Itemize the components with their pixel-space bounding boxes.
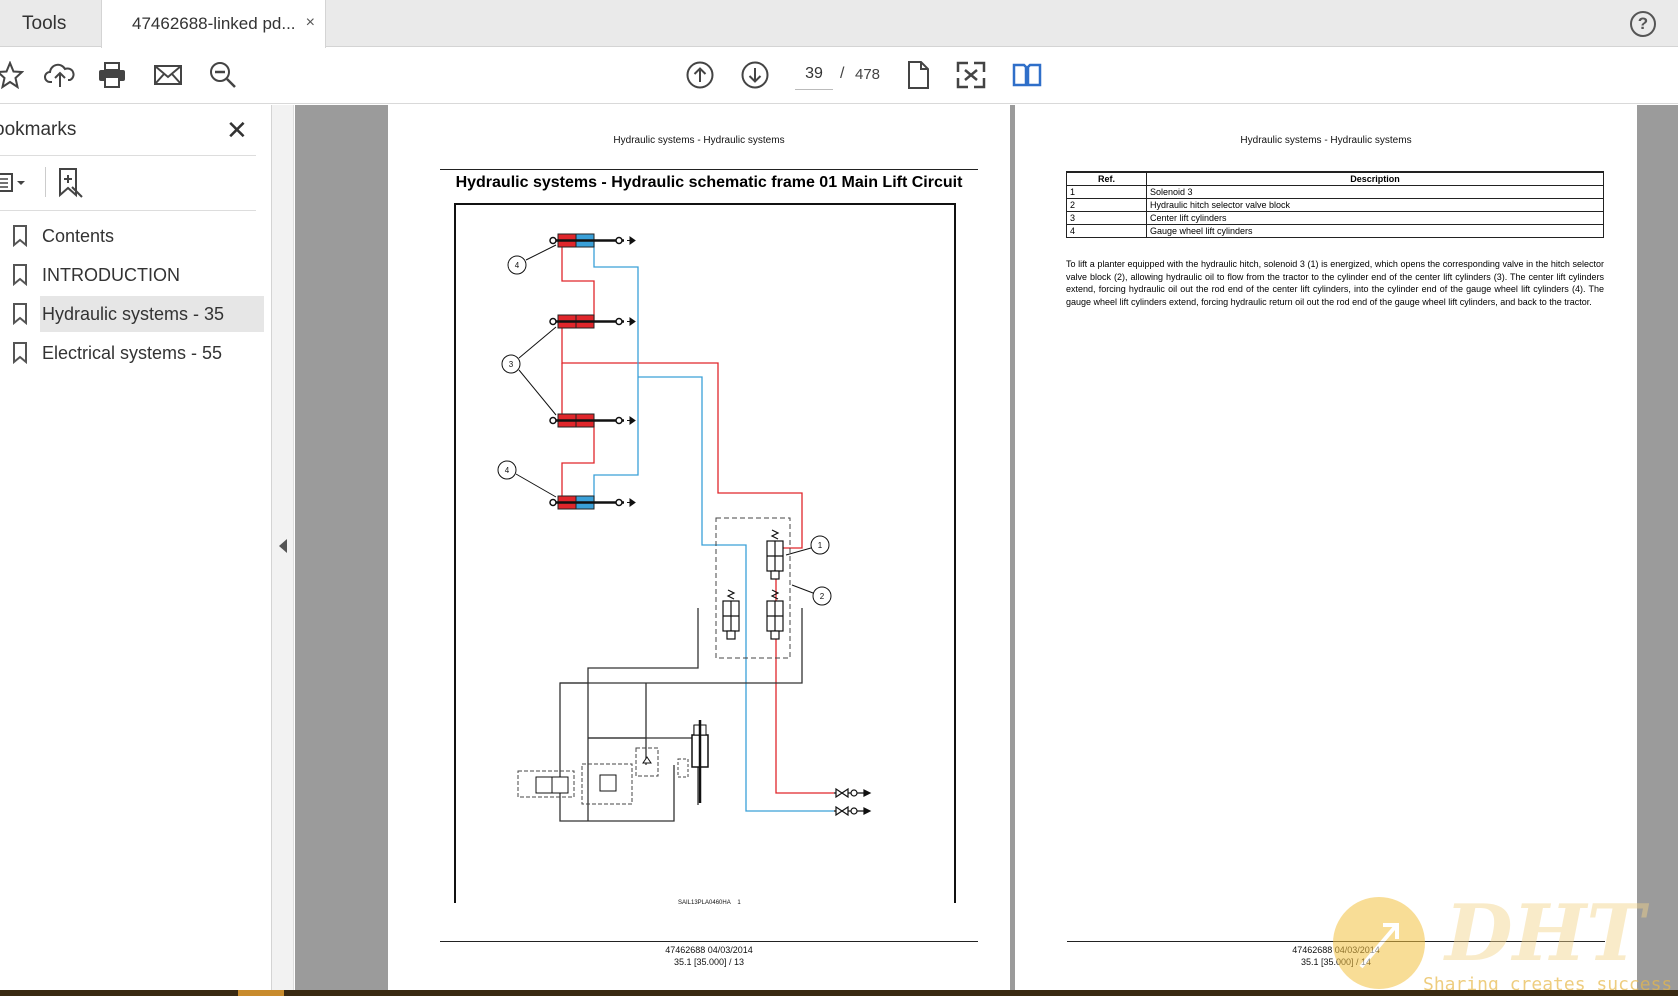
table-row: 1 Solenoid 3 <box>1066 185 1604 199</box>
callout-4-bottom: 4 <box>497 460 557 498</box>
bookmark-item-selected[interactable]: Hydraulic systems - 35 <box>40 296 264 332</box>
toolbar: / 478 <box>0 48 1678 104</box>
divider <box>0 155 256 156</box>
bookmark-icon <box>12 342 28 369</box>
schematic-frame: 4 3 4 1 <box>454 203 956 903</box>
single-page-icon[interactable] <box>900 57 936 93</box>
help-icon[interactable]: ? <box>1630 11 1656 37</box>
tab-bar: Tools 47462688-linked pd... × ? <box>0 0 1678 48</box>
bookmark-icon <box>12 225 28 252</box>
bookmark-label: INTRODUCTION <box>42 265 180 285</box>
callout-3: 3 <box>501 326 557 416</box>
table-row: 4 Gauge wheel lift cylinders <box>1066 224 1604 238</box>
page-separator: / <box>840 65 845 82</box>
callout-4-top: 4 <box>507 244 557 275</box>
next-page-icon[interactable] <box>737 57 773 93</box>
bookmark-item[interactable]: Electrical systems - 55 <box>0 335 264 371</box>
close-icon[interactable]: × <box>305 14 315 31</box>
valve-block-outline <box>715 517 791 659</box>
document-viewer[interactable]: Hydraulic systems - Hydraulic systems Hy… <box>295 105 1678 990</box>
cylinder-group <box>549 233 636 510</box>
table-header: Ref. <box>1066 171 1147 186</box>
watermark-logo <box>1333 897 1425 989</box>
bookmark-item[interactable]: Contents <box>0 218 264 254</box>
callout-label: 4 <box>515 261 520 270</box>
callout-1: 1 <box>785 535 830 556</box>
prev-page-icon[interactable] <box>682 57 718 93</box>
panel-title: ookmarks <box>0 119 77 140</box>
close-panel-icon[interactable]: ✕ <box>226 115 248 145</box>
callout-label: 3 <box>509 360 514 369</box>
page-total: 478 <box>855 66 881 83</box>
star-icon[interactable] <box>0 57 28 93</box>
divider <box>0 210 256 211</box>
add-bookmark-icon[interactable] <box>56 167 84 204</box>
page-number-input[interactable] <box>795 58 833 90</box>
table-row: 3 Center lift cylinders <box>1066 211 1604 225</box>
page-header: Hydraulic systems - Hydraulic systems <box>1240 135 1412 146</box>
watermark-brand: DHT <box>1445 888 1645 979</box>
taskbar-strip <box>0 990 1678 996</box>
table-header: Description <box>1146 171 1604 186</box>
bookmark-label: Contents <box>42 226 115 246</box>
page-footer: 47462688 04/03/2014 35.1 [35.000] / 13 <box>440 941 978 968</box>
divider <box>45 167 46 197</box>
callout-2: 2 <box>791 584 832 606</box>
watermark-slogan: Sharing creates success <box>1423 974 1673 995</box>
bookmarks-panel: ookmarks ✕ Contents INTRODUCTION Hydraul… <box>0 105 272 990</box>
tab-document[interactable]: 47462688-linked pd... × <box>101 0 326 48</box>
reference-table: Ref. Description 1 Solenoid 3 2 Hydrauli… <box>1066 171 1604 238</box>
mail-icon[interactable] <box>150 57 186 93</box>
tab-document-label: 47462688-linked pd... <box>132 14 296 33</box>
bookmark-icon <box>12 264 28 291</box>
figure-code: SAIL13PLA0460HA 1 <box>678 900 741 906</box>
table-row: 2 Hydraulic hitch selector valve block <box>1066 198 1604 212</box>
schematic-title: Hydraulic systems - Hydraulic schematic … <box>440 169 978 192</box>
upload-cloud-icon[interactable] <box>42 57 78 93</box>
fit-page-icon[interactable] <box>953 57 989 93</box>
print-icon[interactable] <box>94 57 130 93</box>
tab-tools[interactable]: Tools <box>22 12 67 34</box>
callout-label: 1 <box>818 541 823 550</box>
bookmark-icon <box>12 303 28 330</box>
document-page-13: Hydraulic systems - Hydraulic systems Hy… <box>388 105 1010 990</box>
description-paragraph: To lift a planter equipped with the hydr… <box>1066 259 1604 307</box>
document-page-14: Hydraulic systems - Hydraulic systems Re… <box>1015 105 1637 990</box>
bookmark-label: Electrical systems - 55 <box>42 343 223 363</box>
taskbar-accent <box>238 990 284 996</box>
collapse-arrow-icon[interactable] <box>279 539 287 553</box>
collapse-panel-handle[interactable] <box>272 105 294 990</box>
hydraulic-schematic: 4 3 4 1 <box>497 233 872 822</box>
two-page-icon[interactable] <box>1009 57 1045 93</box>
bookmark-item[interactable]: INTRODUCTION <box>0 257 264 293</box>
options-menu-icon[interactable] <box>0 171 34 200</box>
page-header: Hydraulic systems - Hydraulic systems <box>613 135 785 146</box>
zoom-icon[interactable] <box>205 57 241 93</box>
callout-label: 4 <box>505 466 510 475</box>
callout-label: 2 <box>820 592 825 601</box>
bookmark-label: Hydraulic systems - 35 <box>42 304 225 324</box>
